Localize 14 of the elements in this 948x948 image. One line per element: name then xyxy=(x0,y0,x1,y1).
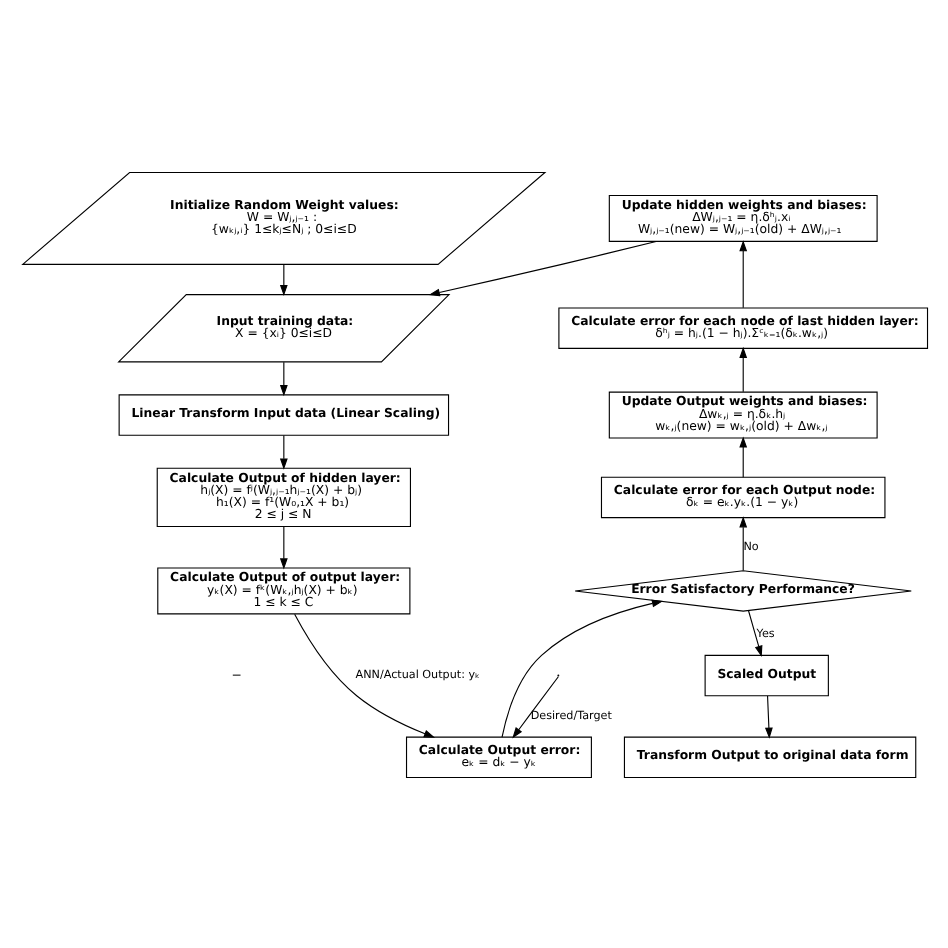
arrow xyxy=(500,598,663,737)
arrow xyxy=(278,360,287,396)
arrow xyxy=(511,675,558,738)
arrow xyxy=(293,612,435,737)
arrow xyxy=(738,239,747,308)
arrow xyxy=(278,263,287,296)
arrow xyxy=(738,345,747,392)
arrow xyxy=(738,515,747,571)
arrow xyxy=(747,609,762,656)
arrow xyxy=(278,525,287,569)
arrow xyxy=(427,239,656,296)
arrow xyxy=(763,694,772,738)
arrow xyxy=(278,434,287,469)
arrow xyxy=(738,435,747,477)
